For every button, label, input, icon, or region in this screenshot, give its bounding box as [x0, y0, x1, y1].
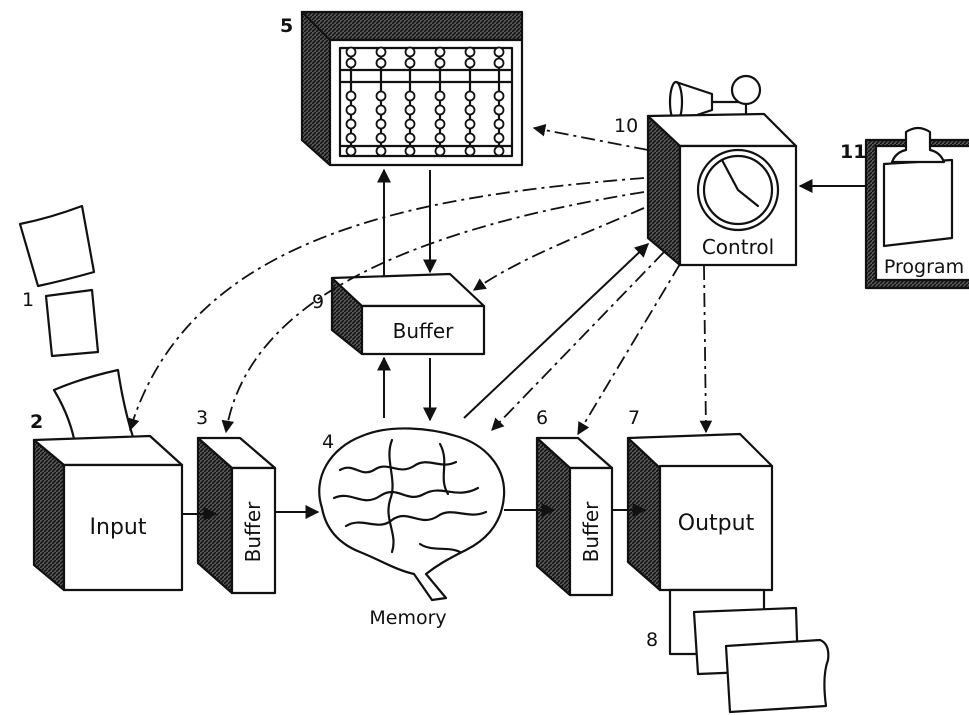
- control-signal-arrows: [127, 123, 713, 436]
- paper-sheet-icon: [668, 588, 830, 714]
- abacus-beads: [345, 46, 505, 157]
- memory-label: Memory: [369, 607, 446, 629]
- control-unit: Control: [646, 74, 798, 267]
- buffer-top: Buffer: [330, 272, 486, 356]
- label-number-2: 2: [30, 411, 43, 433]
- buffer-left-label: Buffer: [241, 501, 265, 562]
- buffer-right-label: Buffer: [579, 501, 603, 562]
- label-number-6: 6: [536, 407, 548, 429]
- label-number-7: 7: [628, 407, 640, 429]
- abacus-rods: [349, 46, 501, 158]
- label-number-9: 9: [312, 291, 324, 313]
- abacus-icon: [300, 10, 524, 167]
- label-number-11: 11: [840, 141, 866, 163]
- punch-card-icon: [18, 204, 136, 452]
- label-number-4: 4: [322, 431, 334, 453]
- program-label: Program: [884, 256, 964, 278]
- buffer-left: Buffer: [196, 436, 277, 595]
- clipboard-icon: Program: [864, 126, 969, 290]
- label-number-5: 5: [280, 15, 293, 37]
- label-number-10: 10: [614, 115, 638, 137]
- output-unit: Output: [626, 432, 774, 592]
- control-label: Control: [702, 235, 774, 259]
- clock-icon: [696, 148, 780, 232]
- data-flow-arrows: [182, 168, 866, 521]
- label-number-8: 8: [646, 629, 658, 651]
- label-number-3: 3: [196, 407, 208, 429]
- brain-icon: [318, 427, 506, 602]
- label-number-1: 1: [22, 289, 34, 311]
- output-label: Output: [678, 511, 755, 536]
- input-unit: Input: [32, 434, 184, 592]
- input-label: Input: [90, 515, 147, 540]
- buffer-right: Buffer: [535, 436, 614, 597]
- horn-icon: [668, 80, 742, 124]
- buffer-top-label: Buffer: [393, 319, 454, 343]
